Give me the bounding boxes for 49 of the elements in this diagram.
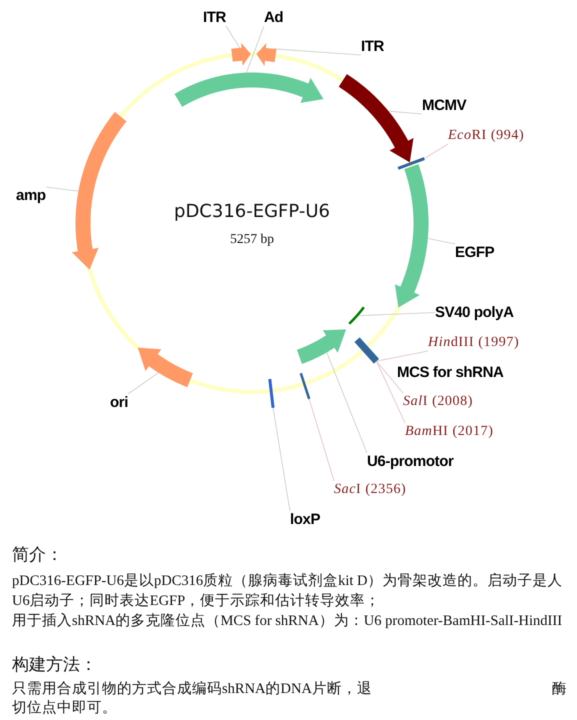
feature-label: Ad <box>264 9 284 26</box>
leader-line <box>388 110 422 114</box>
plasmid-name: pDC316-EGFP-U6 <box>174 201 330 223</box>
feature-label: MCMV <box>422 97 466 114</box>
leader-line <box>427 238 456 244</box>
leader-line <box>376 360 404 394</box>
feature-label: loxP <box>290 511 320 528</box>
site-marker <box>300 372 310 400</box>
description-text: pDC316-EGFP-U6是以pDC316质粒（腺病毒试剂盒kit D）为骨架改造的。启动子是人U6启动子；同时表达EGFP，便于示踪和估计转导效率； <box>12 572 564 610</box>
leader-line <box>226 26 240 48</box>
feature-label: ITR <box>203 9 226 26</box>
leader-line <box>358 312 436 316</box>
feature-label: EGFP <box>455 244 494 261</box>
restriction-site-label: BamHI (2017) <box>405 423 494 440</box>
feature-label: U6-promotor <box>367 453 454 470</box>
feature-arc <box>394 164 428 308</box>
leader-line <box>272 407 290 512</box>
feature-label: ITR <box>361 38 384 55</box>
section-heading: 简介： <box>12 545 63 565</box>
leader-line <box>376 360 406 424</box>
leader-line <box>46 186 79 192</box>
restriction-site-label: SacI (2356) <box>334 481 406 498</box>
feature-arc <box>231 42 251 66</box>
leader-line <box>326 352 368 454</box>
restriction-site-label: EcoRI (994) <box>448 127 524 144</box>
site-marker <box>348 306 365 325</box>
plasmid-size: 5257 bp <box>230 231 274 247</box>
leader-line <box>246 26 264 73</box>
leader-line <box>308 398 334 482</box>
description-text: 只需用合成引物的方式合成编码shRNA的DNA片断，退 <box>12 680 372 699</box>
section-heading: 构建方法： <box>12 655 97 675</box>
feature-arc <box>72 112 126 270</box>
feature-label: SV40 polyA <box>435 304 514 321</box>
restriction-site-label: SalI (2008) <box>403 393 473 410</box>
feature-arc <box>296 329 346 364</box>
feature-label: MCS for shRNA <box>397 364 504 381</box>
feature-label: amp <box>16 187 46 204</box>
feature-arc <box>174 72 324 107</box>
site-marker <box>268 378 275 408</box>
description-text: 用于插入shRNA的多克隆位点（MCS for shRNA）为：U6 promoter-BamHI-SalI-HindIII <box>12 612 562 631</box>
feature-label: ori <box>110 394 128 411</box>
description-text: 切位点中即可。 <box>12 699 117 718</box>
leader-line <box>128 372 159 394</box>
restriction-site-label: HindIII (1997) <box>428 334 520 351</box>
leader-line <box>376 350 428 362</box>
feature-arc <box>256 43 276 66</box>
leader-line <box>424 144 448 159</box>
leader-line <box>273 48 362 56</box>
description-text: 酶 <box>552 680 567 699</box>
